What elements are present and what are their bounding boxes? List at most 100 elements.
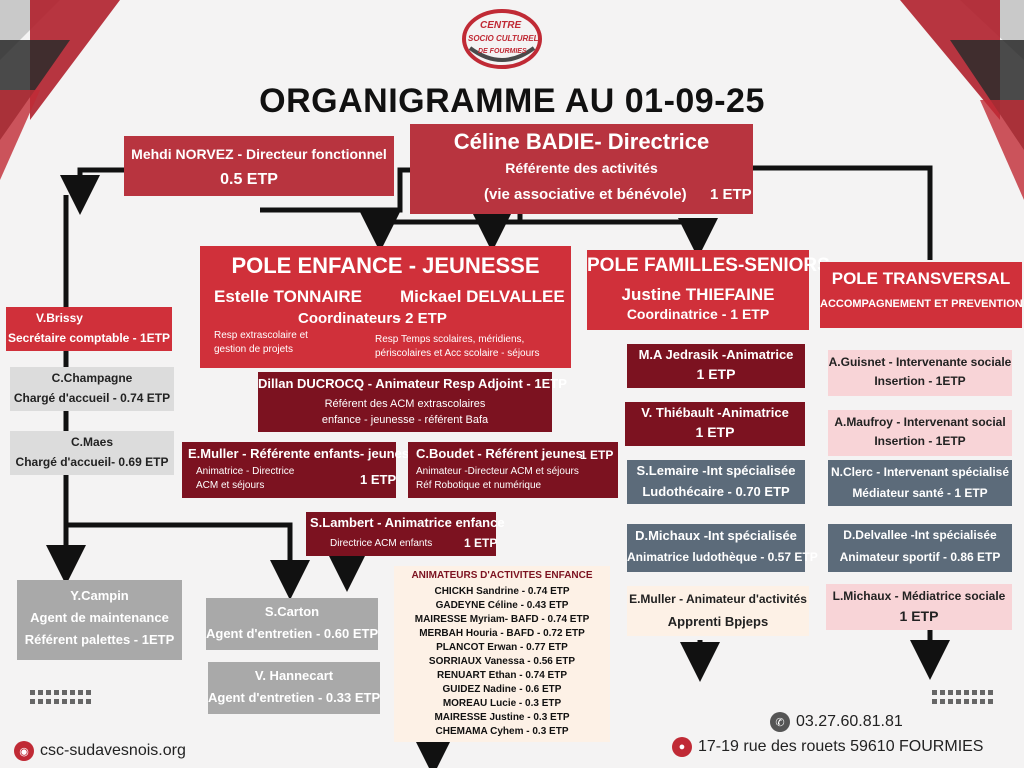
footer-website[interactable]: ◉csc-sudavesnois.org [14, 741, 186, 761]
maintenance-role: Agent d'entretien - 0.33 ETP [208, 690, 381, 705]
animateur-item: CHEMAMA Cyhem - 0.3 ETP [435, 726, 569, 737]
dot [62, 690, 67, 695]
logo-text-3: DE FOURMIES [478, 48, 527, 55]
member-role: Animatrice ludothèque - 0.57 ETP [627, 550, 818, 564]
member-role: 1 ETP [696, 366, 736, 382]
animateur-item: RENUART Ethan - 0.74 ETP [436, 670, 568, 681]
admin-box-brissy: V.Brissy Secrétaire comptable - 1ETP [6, 307, 172, 351]
functional-director-etp: 0.5 ETP [220, 171, 278, 188]
animateurs-box: ANIMATEURS D'ACTIVITES ENFANCE CHICKH Sa… [394, 566, 610, 742]
member-role: 1 ETP [695, 424, 735, 440]
transversal-member-clerc: N.Clerc - Intervenant spécialisé Médiate… [828, 460, 1012, 506]
footer-address[interactable]: ● 17-19 rue des rouets 59610 FOURMIES [672, 737, 983, 757]
logo-text-2: SOCIO CULTUREL [468, 34, 539, 43]
lambert-etp: 1 ETP [464, 536, 498, 550]
dot [948, 690, 953, 695]
muller-e-line2: Animatrice - Directrice [196, 466, 295, 477]
member-role: Ludothécaire - 0.70 ETP [642, 484, 790, 499]
boudet-box: C.Boudet - Référent jeunes 1 ETP Animate… [408, 442, 618, 498]
globe-icon: ◉ [14, 741, 34, 761]
functional-director-box: Mehdi NORVEZ - Directeur fonctionnel 0.5… [124, 136, 394, 196]
dot [38, 690, 43, 695]
ducrocq-box: Dillan DUCROCQ - Animateur Resp Adjoint … [258, 372, 567, 432]
member-name: M.A Jedrasik -Animatrice [638, 347, 794, 362]
animateur-item: MAIRESSE Myriam- BAFD - 0.74 ETP [414, 614, 590, 625]
dot [956, 690, 961, 695]
pole-enfance-title: POLE ENFANCE - JEUNESSE [231, 253, 540, 278]
address-text: 17-19 rue des rouets 59610 FOURMIES [698, 738, 984, 756]
coordinators-etp: - 2 ETP [396, 310, 447, 327]
transversal-member-guisnet: A.Guisnet - Intervenante sociale Inserti… [828, 350, 1012, 396]
dot [62, 699, 67, 704]
dot [38, 699, 43, 704]
member-name: V. Thiébault -Animatrice [641, 405, 789, 420]
transversal-member-maufroy: A.Maufroy - Intervenant social Insertion… [828, 410, 1012, 456]
coordinator-1: Estelle TONNAIRE [214, 287, 363, 306]
ducrocq-name: Dillan DUCROCQ - Animateur Resp Adjoint … [258, 376, 567, 391]
coord1-desc-2: gestion de projets [214, 344, 293, 355]
director-line3: (vie associative et bénévole) [484, 186, 687, 203]
member-name: E.Muller - Animateur d'activités [629, 592, 807, 606]
transversal-member-michaux: L.Michaux - Médiatrice sociale 1 ETP [826, 584, 1012, 630]
coord2-desc-2: périscolaires et Acc scolaire - séjours [375, 348, 540, 359]
familles-member-jedrasik: M.A Jedrasik -Animatrice 1 ETP [627, 344, 805, 388]
boudet-etp: 1 ETP [580, 448, 614, 462]
pole-familles-coordinator: Justine THIEFAINE [621, 285, 775, 304]
footer-phone[interactable]: ✆03.27.60.81.81 [770, 712, 903, 732]
maintenance-box-hannecart: V. Hannecart Agent d'entretien - 0.33 ET… [208, 662, 380, 714]
dot [54, 690, 59, 695]
pole-familles-box: POLE FAMILLES-SENIORS Justine THIEFAINE … [587, 250, 830, 330]
member-name: A.Guisnet - Intervenante sociale [828, 355, 1012, 369]
dot [972, 690, 977, 695]
familles-member-lemaire: S.Lemaire -Int spécialisée Ludothécaire … [627, 460, 805, 504]
admin-name: C.Champagne [51, 371, 133, 385]
ducrocq-line2: Référent des ACM extrascolaires [324, 398, 486, 410]
pole-transversal-title: POLE TRANSVERSAL [831, 269, 1011, 288]
dot [78, 699, 83, 704]
animateur-item: PLANCOT Erwan - 0.77 ETP [436, 642, 568, 653]
dot [988, 699, 993, 704]
dot [46, 699, 51, 704]
member-name: A.Maufroy - Intervenant social [834, 415, 1006, 429]
pole-familles-title: POLE FAMILLES-SENIORS [587, 255, 830, 276]
dots-left [30, 690, 91, 704]
dot [932, 690, 937, 695]
transversal-member-delvallee: D.Delvallee -Int spécialisée Animateur s… [828, 524, 1012, 572]
director-etp: 1 ETP [710, 186, 752, 203]
location-pin-icon: ● [672, 737, 692, 757]
maintenance-box-carton: S.Carton Agent d'entretien - 0.60 ETP [206, 598, 378, 650]
animateur-item: GUIDEZ Nadine - 0.6 ETP [442, 684, 562, 695]
member-name: D.Delvallee -Int spécialisée [843, 528, 997, 542]
dot [86, 699, 91, 704]
admin-role: Chargé d'accueil - 0.74 ETP [13, 391, 171, 405]
muller-e-box: E.Muller - Référente enfants- jeunes Ani… [182, 442, 409, 498]
logo: CENTRE SOCIO CULTUREL DE FOURMIES [458, 8, 546, 70]
admin-role: Chargé d'accueil- 0.69 ETP [15, 455, 169, 469]
animateur-item: MOREAU Lucie - 0.3 ETP [442, 698, 562, 709]
admin-box-champagne: C.Champagne Chargé d'accueil - 0.74 ETP [10, 367, 174, 411]
member-name: S.Lemaire -Int spécialisée [636, 463, 796, 478]
muller-e-line3: ACM et séjours [196, 480, 265, 491]
boudet-line2: Animateur -Directeur ACM et séjours [416, 466, 579, 477]
pole-transversal-box: POLE TRANSVERSAL ACCOMPAGNEMENT ET PREVE… [820, 262, 1023, 328]
maintenance-name: V. Hannecart [254, 668, 334, 683]
dot [70, 699, 75, 704]
member-role: Animateur sportif - 0.86 ETP [839, 550, 1001, 564]
lambert-box: S.Lambert - Animatrice enfance Directric… [306, 512, 505, 556]
dot [980, 690, 985, 695]
director-box: Céline BADIE- Directrice Référente des a… [410, 124, 753, 214]
animateur-item: MAIRESSE Justine - 0.3 ETP [434, 712, 570, 723]
dot [972, 699, 977, 704]
dot [948, 699, 953, 704]
member-role: Médiateur santé - 1 ETP [852, 486, 988, 500]
dot [964, 699, 969, 704]
muller-e-name: E.Muller - Référente enfants- jeunes [188, 446, 410, 461]
coord2-desc-1: Resp Temps scolaires, méridiens, [375, 334, 525, 345]
member-name: L.Michaux - Médiatrice sociale [832, 589, 1006, 603]
dot [70, 690, 75, 695]
dot [46, 690, 51, 695]
animateur-item: SORRIAUX Vanessa - 0.56 ETP [428, 656, 576, 667]
ducrocq-line3: enfance - jeunesse - référent Bafa [321, 414, 489, 426]
boudet-name: C.Boudet - Référent jeunes [416, 446, 583, 461]
